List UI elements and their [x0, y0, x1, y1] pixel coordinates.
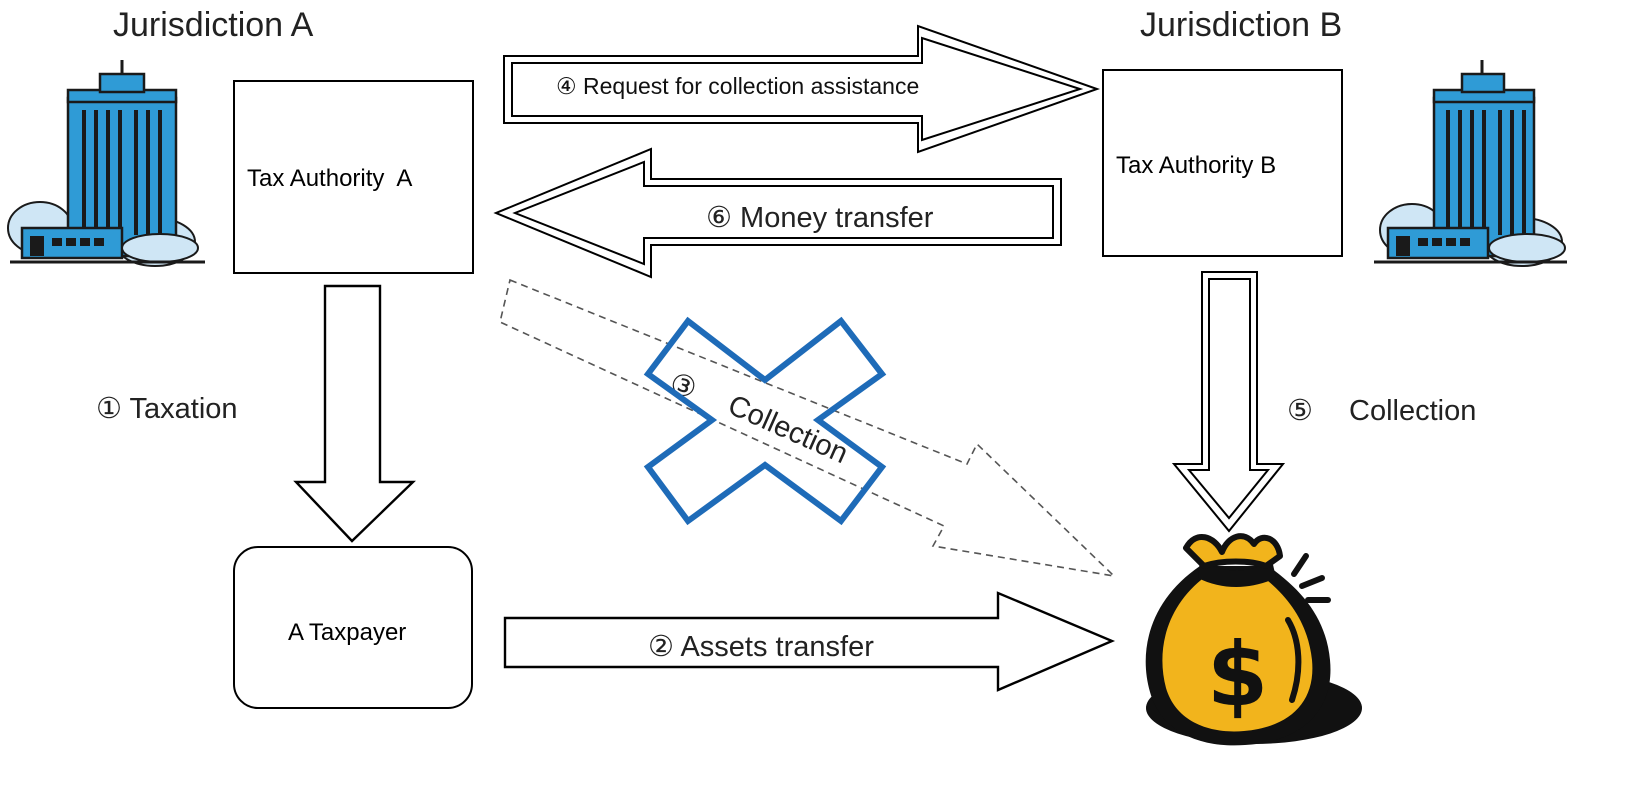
- blocked-collection-arrow: ③ Collection: [499, 278, 1117, 578]
- step-4-label: ④ Request for collection assistance: [556, 73, 919, 99]
- step-5-number: ⑤: [1287, 395, 1313, 427]
- taxpayer-label: A Taxpayer: [288, 619, 406, 646]
- tax-authority-b-node: Tax Authority B: [1102, 69, 1343, 257]
- step-1-label: ① Taxation: [96, 393, 238, 425]
- tax-authority-b-label: Tax Authority B: [1116, 152, 1276, 179]
- cross-icon: [643, 316, 887, 526]
- money-bag-icon: $: [1145, 533, 1362, 746]
- step-2-label: ② Assets transfer: [648, 631, 874, 663]
- jurisdiction-b-heading: Jurisdiction B: [1140, 6, 1342, 44]
- taxation-arrow: [293, 284, 416, 543]
- step-5-label: Collection: [1349, 395, 1476, 427]
- assets-transfer-arrow: ② Assets transfer: [503, 591, 1116, 692]
- money-transfer-arrow: ⑥ Money transfer: [493, 147, 1062, 279]
- dollar-sign: $: [1207, 623, 1268, 726]
- building-icon: [7, 60, 205, 267]
- building-icon: [1374, 60, 1567, 267]
- step-6-label: ⑥ Money transfer: [706, 202, 934, 234]
- collection-b-arrow: [1171, 271, 1286, 533]
- tax-authority-a-label: Tax Authority A: [247, 165, 412, 192]
- tax-authority-a-node: Tax Authority A: [233, 80, 474, 274]
- request-assistance-arrow: ④ Request for collection assistance: [503, 24, 1101, 154]
- taxpayer-node: A Taxpayer: [233, 546, 473, 709]
- jurisdiction-a-heading: Jurisdiction A: [113, 6, 314, 44]
